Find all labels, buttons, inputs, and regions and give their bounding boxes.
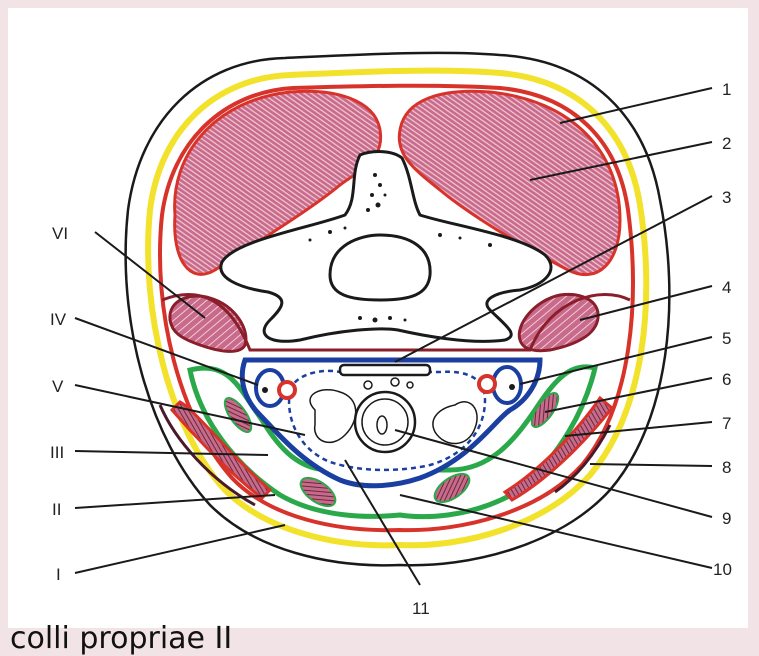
- label-11: 11: [412, 599, 430, 618]
- label-IV: IV: [50, 310, 67, 329]
- larynx-lumen: [377, 416, 387, 434]
- label-10: 10: [713, 560, 732, 579]
- label-6: 6: [722, 370, 731, 389]
- caption-text: e colli propriae II: [0, 622, 232, 656]
- label-1: 1: [722, 80, 731, 99]
- label-7: 7: [722, 414, 731, 433]
- label-V: V: [52, 377, 64, 396]
- label-5: 5: [722, 329, 731, 348]
- label-I: I: [56, 565, 61, 584]
- label-9: 9: [722, 509, 731, 528]
- label-8: 8: [722, 458, 731, 477]
- esophagus: [340, 365, 430, 375]
- vertebral-foramen: [330, 235, 430, 300]
- label-VI: VI: [52, 224, 68, 243]
- label-3: 3: [722, 188, 731, 207]
- label-II: II: [52, 500, 61, 519]
- label-2: 2: [722, 134, 731, 153]
- label-4: 4: [722, 278, 731, 297]
- label-III: III: [50, 443, 64, 462]
